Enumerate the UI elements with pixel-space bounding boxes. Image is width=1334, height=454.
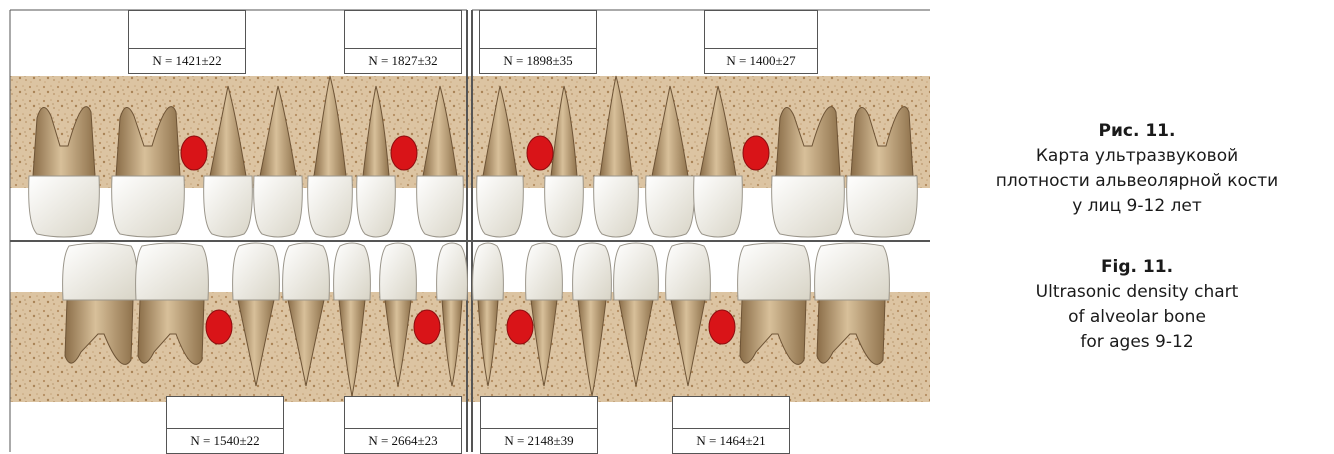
lower-box-2: N = 2664±23: [344, 396, 462, 454]
upper-box-1: N = 1421±22: [128, 10, 246, 74]
density-marker: [743, 136, 769, 170]
density-value: N = 1827±32: [345, 48, 461, 73]
upper-box-2: N = 1827±32: [344, 10, 462, 74]
caption-line: of alveolar bone: [940, 305, 1334, 330]
density-value: N = 1540±22: [167, 428, 283, 453]
caption-russian: Рис. 11. Карта ультразвуковой плотности …: [940, 118, 1334, 219]
lower-box-4: N = 1464±21: [672, 396, 790, 454]
lower-box-1: N = 1540±22: [166, 396, 284, 454]
caption-line: for ages 9-12: [940, 330, 1334, 355]
caption-english: Fig. 11. Ultrasonic density chart of alv…: [940, 254, 1334, 355]
caption-line: Карта ультразвуковой: [940, 144, 1334, 169]
density-marker: [507, 310, 533, 344]
upper-box-3: N = 1898±35: [479, 10, 597, 74]
density-value: N = 1421±22: [129, 48, 245, 73]
caption-line: плотности альвеолярной кости: [940, 169, 1334, 194]
caption-title: Fig. 11.: [940, 254, 1334, 280]
lower-box-3: N = 2148±39: [480, 396, 598, 454]
density-value: N = 1464±21: [673, 428, 789, 453]
upper-box-4: N = 1400±27: [704, 10, 818, 74]
density-value: N = 1898±35: [480, 48, 596, 73]
density-marker: [181, 136, 207, 170]
density-marker: [527, 136, 553, 170]
density-marker: [414, 310, 440, 344]
density-marker: [206, 310, 232, 344]
density-marker: [709, 310, 735, 344]
density-value: N = 2664±23: [345, 428, 461, 453]
caption-line: у лиц 9-12 лет: [940, 194, 1334, 219]
caption-title: Рис. 11.: [940, 118, 1334, 144]
density-value: N = 1400±27: [705, 48, 817, 73]
caption-line: Ultrasonic density chart: [940, 280, 1334, 305]
density-value: N = 2148±39: [481, 428, 597, 453]
density-marker: [391, 136, 417, 170]
